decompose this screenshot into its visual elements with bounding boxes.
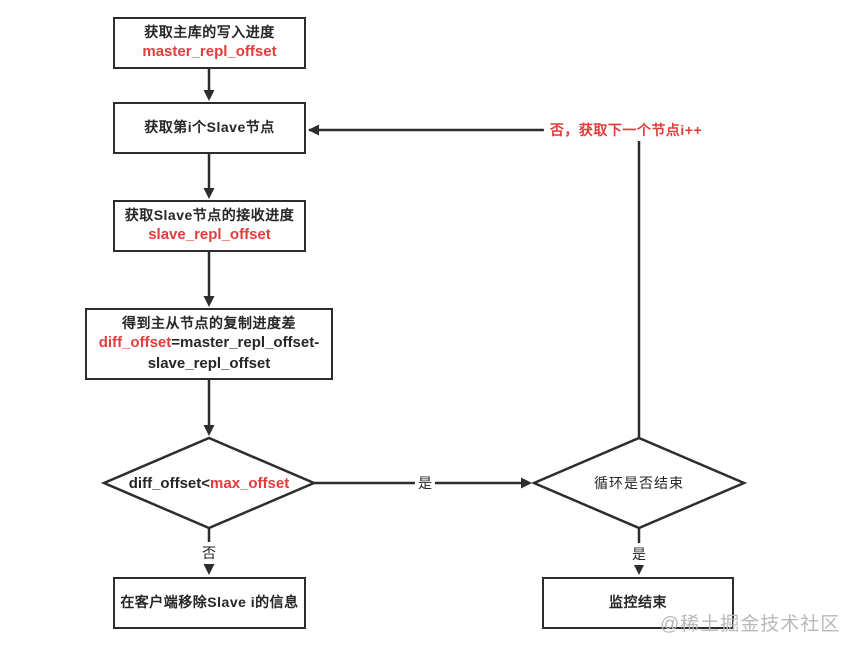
edge-label-yes-to-end: 是: [629, 543, 649, 565]
watermark-text: @稀土掘金技术社区: [660, 614, 841, 635]
node-compute-diff-formula: diff_offset=master_repl_offset-: [99, 333, 319, 354]
arrowhead-down-3: [203, 296, 215, 307]
node-get-slave-offset: 获取Slave节点的接收进度 slave_repl_offset: [113, 200, 306, 252]
arrowhead-down-4: [203, 425, 215, 436]
node-remove-slave-title: 在客户端移除Slave i的信息: [120, 594, 299, 611]
decision-offset-diamond: [100, 436, 318, 530]
decision-offset-cond-black: diff_offset<: [128, 474, 211, 492]
arrowhead-down-1: [203, 90, 215, 101]
decision-loop-diamond: [530, 436, 748, 530]
node-get-slave-node-title: 获取第i个Slave节点: [144, 119, 275, 136]
node-get-master-offset-title: 获取主库的写入进度: [144, 24, 275, 40]
node-get-master-offset-code: master_repl_offset: [142, 43, 277, 61]
node-get-slave-offset-code: slave_repl_offset: [148, 226, 271, 244]
decision-offset-label: diff_offset<max_offset: [104, 438, 314, 528]
node-monitor-end-title: 监控结束: [609, 594, 667, 611]
node-remove-slave: 在客户端移除Slave i的信息: [113, 577, 306, 629]
node-monitor-end: 监控结束: [542, 577, 734, 629]
arrowhead-left-loop-back: [308, 124, 319, 136]
node-compute-diff-formula-line2: slave_repl_offset: [147, 354, 271, 372]
arrowhead-right-yes: [521, 477, 532, 489]
edge-label-no-to-remove: 否: [199, 542, 219, 564]
decision-loop-label: 循环是否结束: [594, 475, 684, 491]
edge-label-yes-to-loop: 是: [415, 472, 435, 494]
connector-loop-back: [309, 128, 641, 437]
node-compute-diff-formula-black: =master_repl_offset-: [171, 333, 320, 351]
node-get-master-offset: 获取主库的写入进度 master_repl_offset: [113, 17, 306, 69]
node-compute-diff-formula-red: diff_offset: [98, 333, 172, 351]
node-get-slave-node: 获取第i个Slave节点: [113, 102, 306, 154]
decision-offset-cond-red: max_offset: [210, 474, 290, 492]
node-get-slave-offset-title: 获取Slave节点的接收进度: [124, 207, 295, 223]
arrowhead-down-yes: [633, 564, 645, 575]
node-compute-diff-title: 得到主从节点的复制进度差: [122, 314, 296, 331]
arrowhead-down-2: [203, 188, 215, 199]
node-compute-diff: 得到主从节点的复制进度差 diff_offset=master_repl_off…: [85, 308, 333, 380]
arrowhead-down-no: [203, 564, 215, 575]
edge-label-loop-back: 否，获取下一个节点i++: [543, 119, 709, 141]
